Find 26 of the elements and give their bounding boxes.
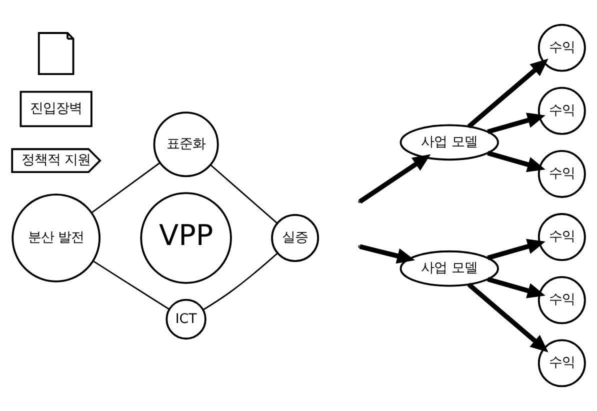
node-ellipse: 사업 모델 [400, 124, 499, 161]
node-circle: 수익 [538, 276, 586, 324]
node-circle: 실증 [271, 214, 320, 262]
node-circle: 수익 [538, 213, 586, 262]
arrow [467, 282, 548, 352]
node-circle: 수익 [538, 339, 586, 388]
node-circle: ICT [166, 298, 206, 340]
node-circle: 수익 [538, 150, 586, 198]
connector [92, 260, 170, 310]
arrow [487, 150, 546, 172]
node-circle: 수익 [538, 24, 586, 72]
node-box: 진입장벽 [20, 90, 92, 128]
node-circle: VPP [140, 192, 232, 284]
connector [202, 252, 278, 310]
node-circle: 표준화 [153, 112, 219, 178]
arrow [487, 238, 546, 260]
arrow [358, 154, 431, 204]
arrow [487, 112, 546, 134]
node-circle: 수익 [538, 86, 586, 135]
node-ellipse: 사업 모델 [400, 250, 499, 287]
arrow [359, 244, 416, 264]
connector [91, 162, 160, 214]
arrow [487, 276, 546, 298]
node-circle: 분산 발전 [12, 194, 101, 282]
connector [210, 164, 278, 224]
arrow [467, 58, 548, 128]
